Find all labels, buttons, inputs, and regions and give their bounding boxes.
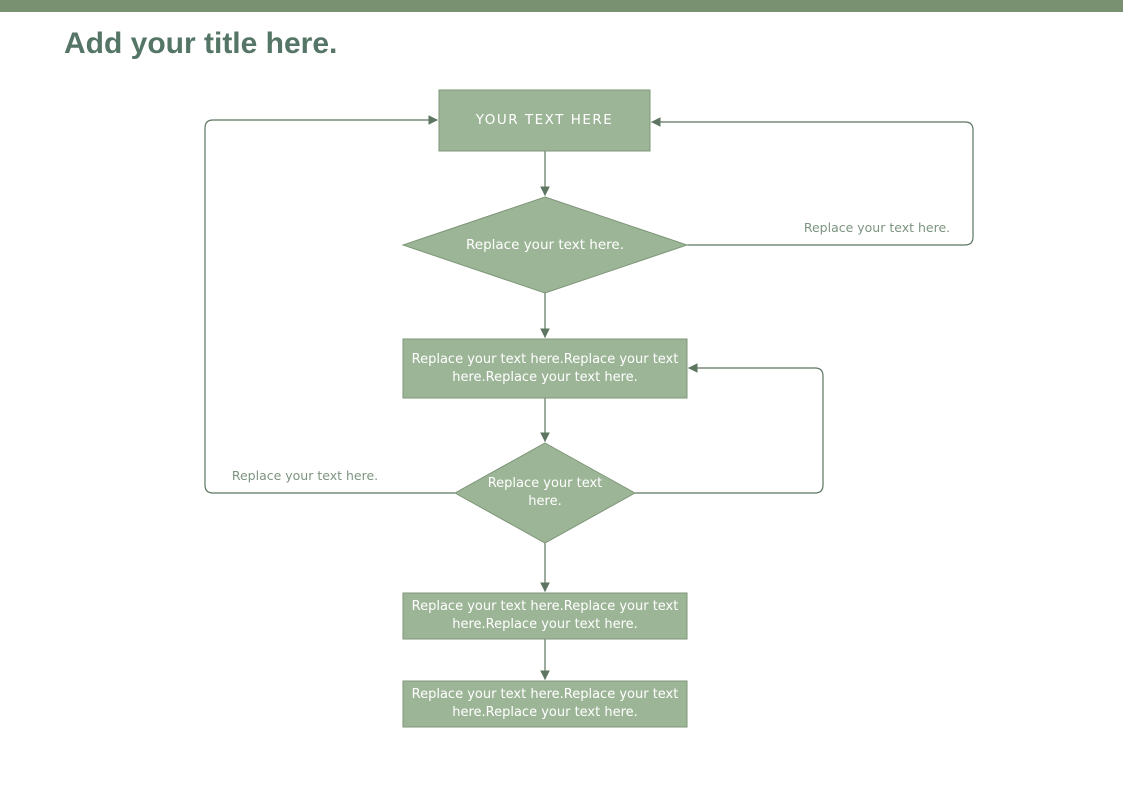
node-decision2-shape[interactable] — [453, 442, 637, 544]
top-accent-bar — [0, 0, 1123, 12]
connector-decision2-loop-left-to-start[interactable] — [204, 115, 455, 494]
connector-decision1-loop-right-to-start[interactable] — [650, 117, 974, 246]
node-start-shape[interactable] — [438, 89, 651, 152]
page-title: Add your title here. — [64, 27, 338, 60]
node-process3-shape[interactable] — [402, 680, 688, 728]
edge-label-right-loop: Replace your text here. — [803, 220, 951, 235]
node-decision1-shape[interactable] — [401, 196, 689, 294]
node-process2-shape[interactable] — [402, 592, 688, 640]
node-process1-shape[interactable] — [402, 338, 688, 399]
edge-label-left-loop: Replace your text here. — [231, 468, 379, 483]
connector-decision2-loop-right-to-process1[interactable] — [635, 363, 824, 494]
